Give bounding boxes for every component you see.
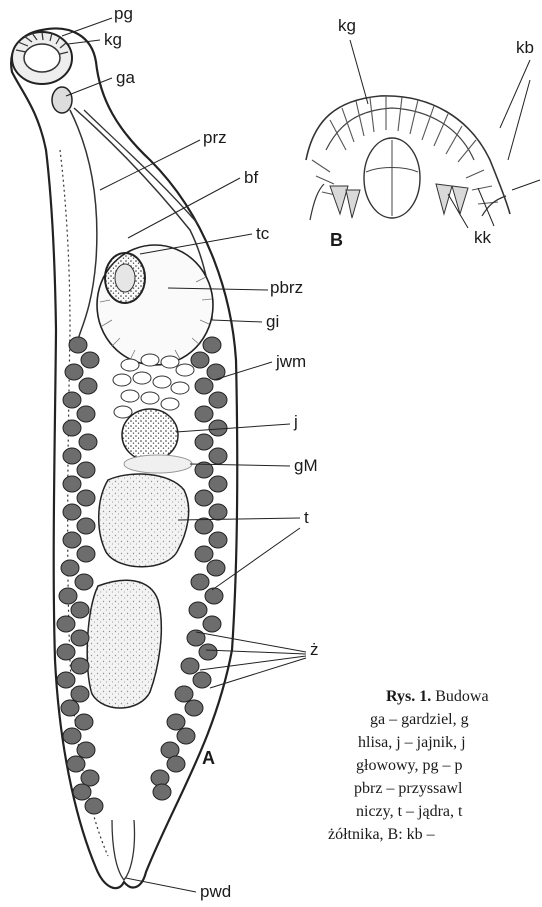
label-gi: gi: [266, 312, 279, 332]
panel-label-b: B: [330, 230, 343, 251]
label-tc: tc: [256, 224, 269, 244]
caption-line-3: głowowy, pg – p: [318, 754, 542, 777]
label-t: t: [304, 508, 309, 528]
label-prz: prz: [203, 128, 227, 148]
label-b-kg: kg: [338, 16, 356, 36]
label-b-kk: kk: [474, 228, 491, 248]
label-pg: pg: [114, 4, 133, 24]
label-j: j: [294, 412, 298, 432]
ovary: [122, 409, 178, 461]
label-gm: gM: [294, 456, 318, 476]
label-z: ż: [310, 640, 319, 660]
label-pbrz: pbrz: [270, 278, 303, 298]
caption-line-1: ga – gardziel, g: [318, 708, 542, 731]
figure-caption: Rys. 1. Budowa ga – gardziel, g hlisa, j…: [318, 685, 542, 846]
caption-line-2: hlisa, j – jajnik, j: [318, 731, 542, 754]
label-ga: ga: [116, 68, 135, 88]
panel-label-a: A: [202, 748, 215, 769]
caption-line-0: Budowa: [435, 688, 488, 705]
label-jwm: jwm: [276, 352, 306, 372]
caption-line-5: niczy, t – jądra, t: [318, 800, 542, 823]
caption-line-6: żółtnika, B: kb –: [318, 823, 542, 846]
label-kg: kg: [104, 30, 122, 50]
mehlis-gland: [124, 455, 192, 473]
label-pwd: pwd: [200, 882, 231, 902]
caption-line-4: pbrz – przyssawl: [318, 777, 542, 800]
label-b-kb: kb: [516, 38, 534, 58]
label-bf: bf: [244, 168, 258, 188]
pharynx: [52, 87, 72, 113]
caption-title: Rys. 1.: [386, 688, 431, 705]
